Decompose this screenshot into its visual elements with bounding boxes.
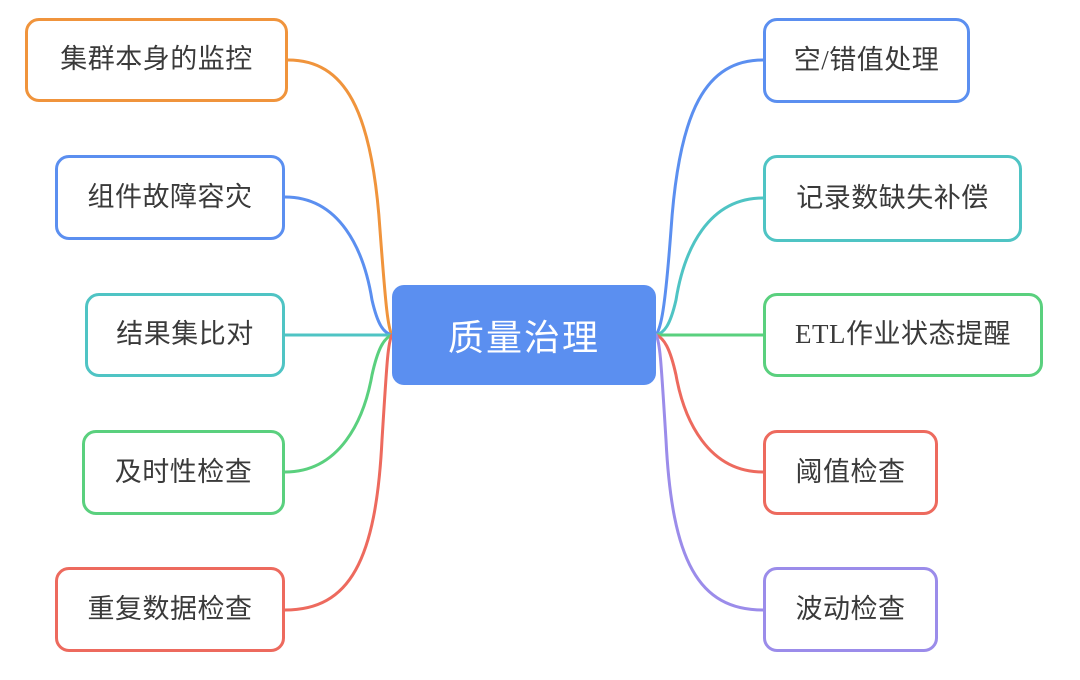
node-right-2[interactable]: ETL作业状态提醒	[763, 293, 1043, 377]
node-left-0[interactable]: 集群本身的监控	[25, 18, 288, 102]
connector-cluster-monitoring	[286, 58, 394, 337]
node-left-3[interactable]: 及时性检查	[82, 430, 285, 515]
center-node-label: 质量治理	[447, 318, 600, 358]
center-node-quality-governance[interactable]: 质量治理	[392, 285, 656, 385]
node-right-0[interactable]: 空/错值处理	[763, 18, 970, 103]
node-left-4-label: 重复数据检查	[87, 593, 253, 624]
node-left-3-label: 及时性检查	[114, 456, 253, 487]
connector-null-error-handling	[654, 58, 765, 337]
node-left-1-label: 组件故障容灾	[87, 181, 253, 212]
node-right-1[interactable]: 记录数缺失补偿	[763, 155, 1022, 242]
connector-duplicate-data-check	[283, 333, 394, 612]
node-right-2-label: ETL作业状态提醒	[795, 319, 1011, 350]
connector-record-count-compensation	[654, 196, 765, 337]
connector-timeliness-check	[283, 333, 394, 474]
node-right-4[interactable]: 波动检查	[763, 567, 938, 652]
node-left-0-label: 集群本身的监控	[60, 44, 253, 75]
node-right-1-label: 记录数缺失补偿	[796, 182, 989, 213]
node-left-1[interactable]: 组件故障容灾	[55, 155, 285, 240]
connector-component-failover	[283, 195, 394, 337]
connector-fluctuation-check	[654, 333, 765, 612]
node-right-0-label: 空/错值处理	[793, 44, 940, 75]
node-right-3[interactable]: 阈值检查	[763, 430, 938, 515]
node-left-2-label: 结果集比对	[116, 319, 254, 350]
connector-threshold-check	[654, 333, 765, 474]
node-left-4[interactable]: 重复数据检查	[55, 567, 285, 652]
node-right-3-label: 阈值检查	[795, 456, 906, 487]
node-right-4-label: 波动检查	[795, 593, 906, 624]
node-left-2[interactable]: 结果集比对	[85, 293, 285, 377]
